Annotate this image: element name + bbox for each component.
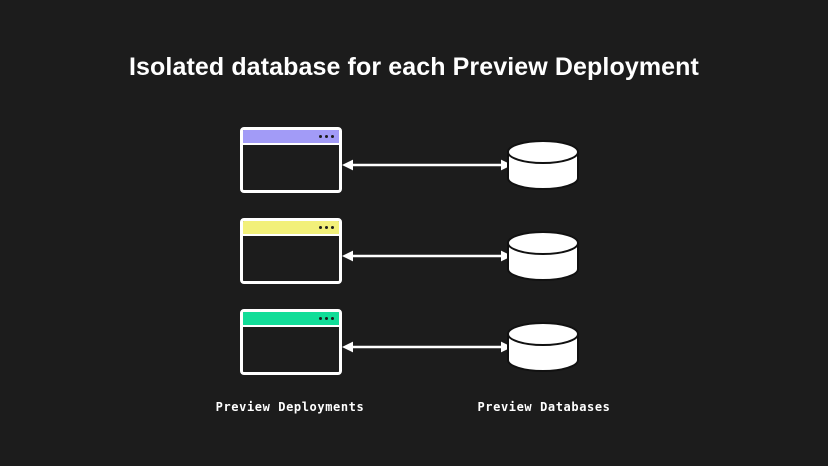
- window-body: [243, 234, 339, 281]
- window-body: [243, 325, 339, 372]
- window-dot-icon: [325, 317, 328, 320]
- preview-database-cylinder[interactable]: [506, 140, 580, 190]
- window-dot-icon: [319, 317, 322, 320]
- connector-arrow: [342, 339, 512, 355]
- connector-arrow: [342, 157, 512, 173]
- window-dot-icon: [325, 226, 328, 229]
- window-dot-icon: [331, 317, 334, 320]
- preview-database-cylinder[interactable]: [506, 231, 580, 281]
- window-body: [243, 143, 339, 190]
- window-dot-icon: [319, 226, 322, 229]
- window-dot-icon: [331, 226, 334, 229]
- preview-database-cylinder[interactable]: [506, 322, 580, 372]
- window-dot-icon: [331, 135, 334, 138]
- window-titlebar: [243, 130, 339, 143]
- preview-deployment-window[interactable]: [240, 309, 342, 375]
- window-titlebar: [243, 221, 339, 234]
- preview-deployment-window[interactable]: [240, 218, 342, 284]
- connector-arrow: [342, 248, 512, 264]
- window-controls-dots: [319, 226, 334, 229]
- window-controls-dots: [319, 317, 334, 320]
- column-caption-databases: Preview Databases: [477, 400, 611, 414]
- page-title: Isolated database for each Preview Deplo…: [129, 53, 699, 81]
- window-controls-dots: [319, 135, 334, 138]
- column-caption-deployments: Preview Deployments: [215, 400, 365, 414]
- window-dot-icon: [319, 135, 322, 138]
- window-dot-icon: [325, 135, 328, 138]
- window-titlebar: [243, 312, 339, 325]
- preview-deployment-window[interactable]: [240, 127, 342, 193]
